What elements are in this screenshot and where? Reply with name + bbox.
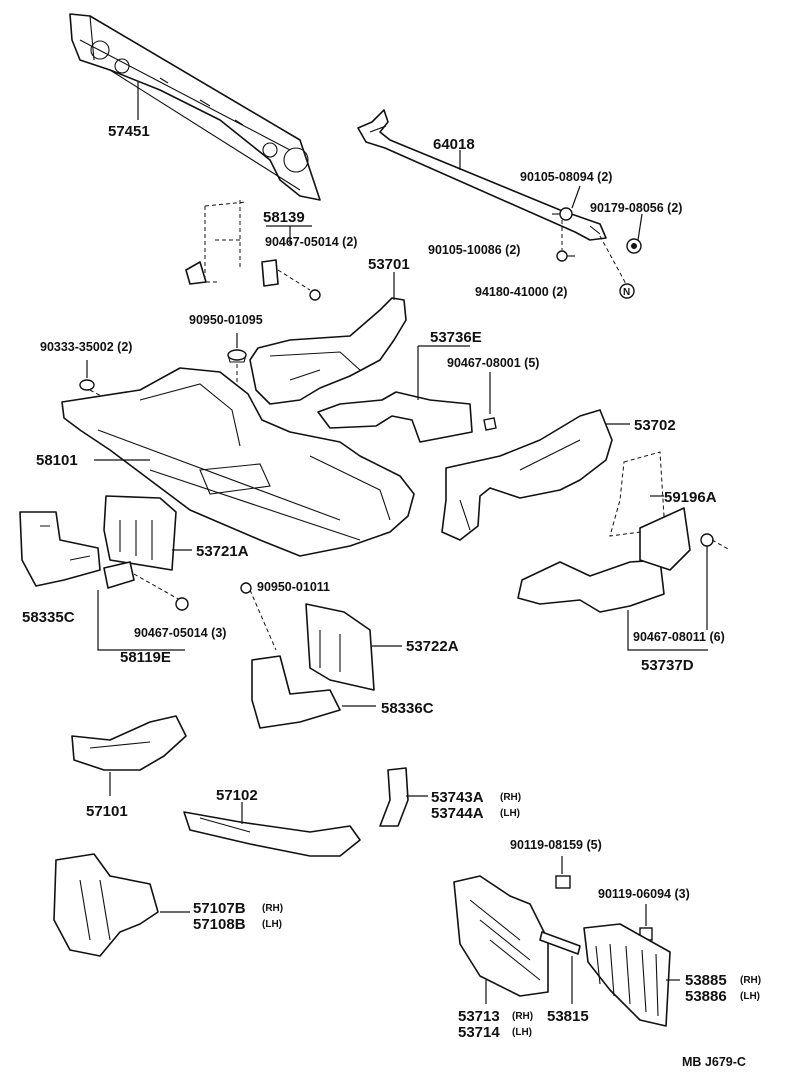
label-53744A: 53744A (431, 805, 484, 822)
plug-90950-01011 (240, 582, 252, 594)
label-58335C: 58335C (22, 609, 75, 626)
apron-53701 (249, 297, 407, 405)
label-90119-06094: 90119-06094 (3) (598, 887, 690, 901)
label-64018: 64018 (433, 136, 475, 153)
cover-53713 (453, 875, 549, 997)
bolt-90105-10086 (556, 250, 575, 262)
dash-90105 (561, 220, 627, 285)
label-53701: 53701 (368, 256, 410, 273)
leader-90105-08094 (571, 185, 581, 209)
label-53743A: 53743A (431, 789, 484, 806)
brace-rod-64018 (357, 109, 607, 241)
label-90119-08159: 90119-08159 (5) (510, 838, 602, 852)
label-53744A-side: (LH) (500, 808, 520, 819)
label-53743A-side: (RH) (500, 792, 521, 803)
svg-text:N: N (623, 287, 630, 298)
plug-90950-01095 (227, 349, 247, 363)
member-57102 (183, 811, 361, 857)
label-53885: 53885 (685, 972, 727, 989)
insulator-53722A (305, 603, 375, 691)
label-53714-side: (LH) (512, 1027, 532, 1038)
member-57107B (53, 853, 159, 957)
bracket-58335C (19, 511, 101, 587)
label-90467-08011: 90467-08011 (6) (633, 630, 725, 644)
label-58101: 58101 (36, 452, 78, 469)
seal-53885 (583, 923, 671, 1027)
nut-90179-08056 (626, 238, 642, 254)
label-90950-01095: 90950-01095 (189, 313, 263, 327)
clip-90467-08001 (483, 417, 497, 431)
label-57101: 57101 (86, 803, 128, 820)
label-57451: 57451 (108, 123, 150, 140)
bracket-58336C (251, 655, 341, 729)
insulator-53737D (517, 507, 691, 613)
label-57108B-side: (LH) (262, 919, 282, 930)
leader-58119E (97, 590, 185, 651)
reinforcement-53743A (379, 767, 409, 827)
leader-53737D (627, 610, 708, 651)
label-53736E: 53736E (430, 329, 482, 346)
cowl-panel-57451 (69, 13, 321, 201)
strip-53815 (539, 931, 581, 955)
dash-90950-01011 (249, 589, 277, 651)
label-57102: 57102 (216, 787, 258, 804)
label-53713-side: (RH) (512, 1011, 533, 1022)
insulator-53736E (317, 391, 473, 443)
label-53721A: 53721A (196, 543, 249, 560)
footer-code: MB J679-C (682, 1055, 746, 1069)
label-53713: 53713 (458, 1008, 500, 1025)
apron-53702 (441, 409, 613, 541)
label-53885-side: (RH) (740, 975, 761, 986)
label-90950-01011: 90950-01011 (257, 580, 330, 594)
label-90179-08056: 90179-08056 (2) (590, 201, 682, 215)
bracket-58119E (103, 561, 189, 611)
label-57107B: 57107B (193, 900, 246, 917)
leader-53736E (417, 345, 470, 400)
clip-90467-08011 (700, 533, 714, 547)
bracket-58139 (185, 200, 321, 301)
label-59196A: 59196A (664, 489, 717, 506)
label-90105-08094: 90105-08094 (2) (520, 170, 612, 184)
label-53886-side: (LH) (740, 991, 760, 1002)
label-94180-41000: 94180-41000 (2) (475, 285, 567, 299)
nut-94180-41000: N (619, 283, 635, 299)
label-57108B: 57108B (193, 916, 246, 933)
label-90105-10086: 90105-10086 (2) (428, 243, 520, 257)
leader-58139 (266, 225, 312, 244)
label-53702: 53702 (634, 417, 676, 434)
label-53714: 53714 (458, 1024, 500, 1041)
label-53886: 53886 (685, 988, 727, 1005)
plug-90333-35002 (79, 379, 95, 391)
label-57107B-side: (RH) (262, 903, 283, 914)
member-57101 (71, 715, 187, 771)
insulator-53721A (103, 495, 177, 571)
label-90333-35002: 90333-35002 (2) (40, 340, 132, 354)
label-58139: 58139 (263, 209, 305, 226)
label-90467-05014-3: 90467-05014 (3) (134, 626, 226, 640)
label-58119E: 58119E (120, 649, 171, 666)
dash-90467-08011 (711, 539, 731, 551)
silencer-59196A (609, 451, 665, 537)
label-90467-05014-2: 90467-05014 (2) (265, 235, 357, 249)
label-53815: 53815 (547, 1008, 589, 1025)
floor-pan-58101 (61, 367, 415, 557)
label-53737D: 53737D (641, 657, 694, 674)
label-58336C: 58336C (381, 700, 434, 717)
bolt-90105-08094 (552, 207, 573, 221)
label-90467-08001: 90467-08001 (5) (447, 356, 539, 370)
bolt-90119-08159 (555, 875, 571, 889)
label-53722A: 53722A (406, 638, 459, 655)
leader-90179-08056 (637, 213, 643, 241)
